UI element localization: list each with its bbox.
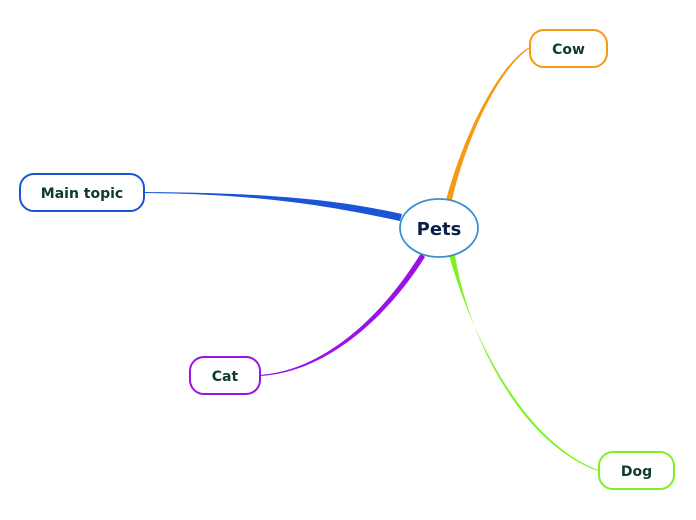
topic-label-cow: Cow: [552, 42, 585, 58]
central-topic-shape: [399, 198, 479, 258]
topic-shape-cat: [189, 356, 261, 395]
topic-shape-cow: [529, 29, 608, 68]
topic-node-dog[interactable]: Dog: [598, 451, 675, 490]
central-topic-node[interactable]: Pets: [399, 198, 479, 258]
topic-shape-main-topic: [19, 173, 145, 212]
branch-cow-connector: [446, 48, 530, 200]
topic-node-cat[interactable]: Cat: [189, 356, 261, 395]
central-topic-label: Pets: [417, 219, 462, 240]
branch-main-topic-connector: [144, 192, 402, 221]
topic-node-cow[interactable]: Cow: [529, 29, 608, 68]
topic-label-cat: Cat: [212, 369, 239, 385]
topic-label-main-topic: Main topic: [41, 186, 123, 202]
branch-cat-connector: [258, 253, 425, 376]
topic-node-main-topic[interactable]: Main topic: [19, 173, 145, 212]
branch-dog-connector: [449, 255, 598, 471]
topic-label-dog: Dog: [621, 464, 652, 480]
topic-shape-dog: [598, 451, 675, 490]
